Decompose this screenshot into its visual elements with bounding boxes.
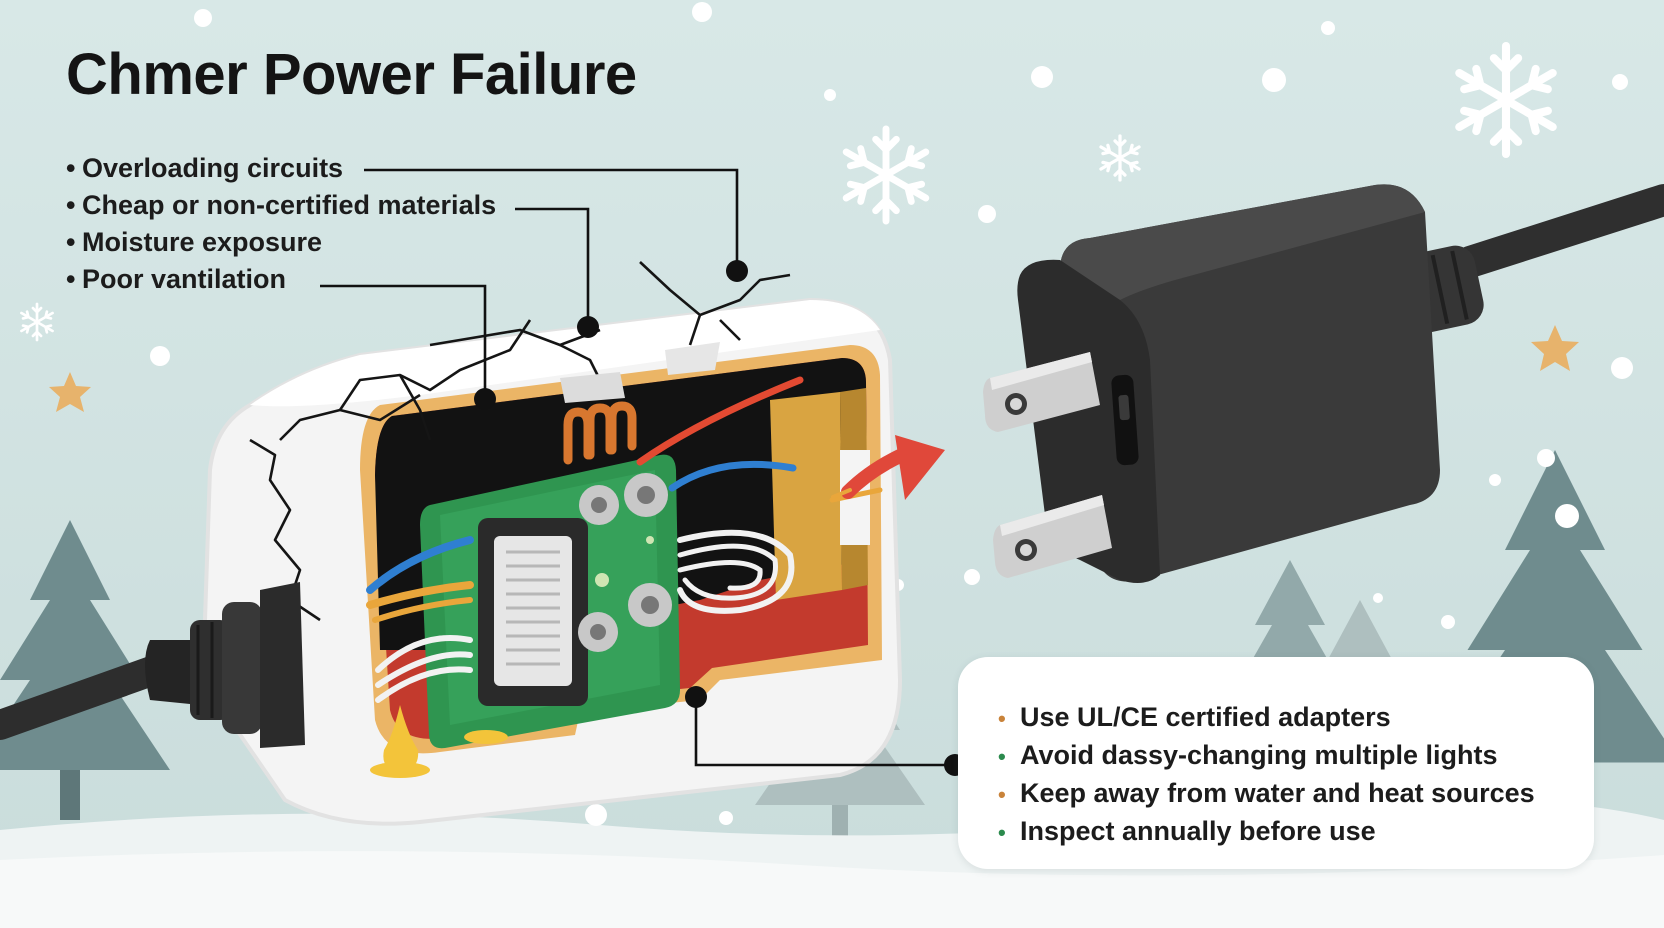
cord-boot [145,582,305,748]
wires [366,376,883,703]
bullet-icon: • [998,744,1006,769]
melted-drip [370,705,508,778]
leader-ventilation [320,284,487,399]
bullet-icon: • [66,264,76,294]
cause-label: Poor vantilation [82,264,287,294]
list-item: •Poor vantilation [66,261,496,298]
list-item: •Overloading circuits [66,150,496,187]
list-item: •Cheap or non-certified materials [66,187,496,224]
list-item: •Moisture exposure [66,224,496,261]
bullet-icon: • [998,820,1006,845]
page-title: Chmer Power Failure [66,42,637,107]
cause-label: Cheap or non-certified materials [82,190,497,220]
tip-label: Avoid dassy-changing multiple lights [1020,740,1498,770]
tip-label: Inspect annually before use [1020,816,1376,846]
list-item: • Keep away from water and heat sources [998,775,1594,813]
power-cord-left [0,653,175,740]
bullet-icon: • [66,227,76,257]
leader-overloading [364,168,739,271]
list-item: • Use UL/CE certified adapters [998,699,1594,737]
list-item: • Inspect annually before use [998,813,1594,851]
cause-label: Moisture exposure [82,227,323,257]
list-item: • Avoid dassy-changing multiple lights [998,737,1594,775]
tips-card: • Use UL/CE certified adapters • Avoid das… [958,657,1594,869]
leader-lines [320,168,966,776]
bullet-icon: • [998,706,1006,731]
broken-adapter [0,261,903,826]
bullet-icon: • [66,153,76,183]
cause-label: Overloading circuits [82,153,344,183]
leader-materials [515,207,590,327]
plug-prongs [983,352,1112,578]
leader-tips [694,697,955,767]
tip-label: Use UL/CE certified adapters [1020,702,1391,732]
copper-coil [563,401,637,465]
tip-label: Keep away from water and heat sources [1020,778,1535,808]
power-cord-right [1454,184,1664,278]
star-icon [49,372,91,412]
causes-list: •Overloading circuits •Cheap or non-cert… [66,150,496,298]
arrow-right-icon [831,435,945,500]
star-icon [1531,325,1579,371]
bullet-icon: • [998,782,1006,807]
pcb-screws [578,473,672,652]
snow-dots [150,2,1633,826]
tips-list: • Use UL/CE certified adapters • Avoid das… [998,699,1594,851]
bullet-icon: • [66,190,76,220]
casing-cracks [249,261,791,622]
intact-adapter [983,184,1664,584]
snow-ground-front [0,851,1664,928]
